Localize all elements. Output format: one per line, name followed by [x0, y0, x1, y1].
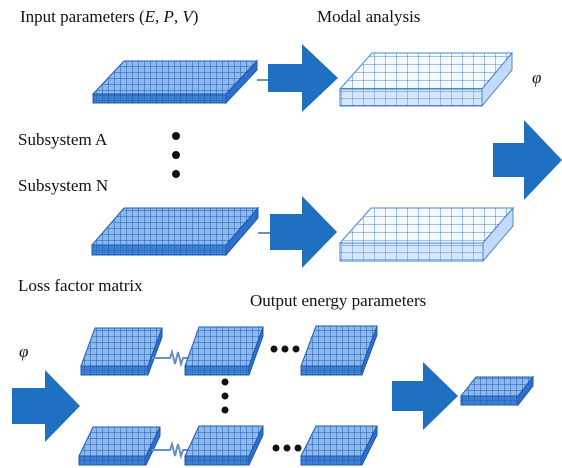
input-prefix-text: Input parameters (: [20, 7, 145, 26]
spring-connector-icon: [152, 440, 198, 460]
input-sep-text: ,: [173, 7, 183, 26]
vertical-ellipsis-icon: [172, 132, 180, 178]
subsystem-a-mesh-dense: [91, 59, 259, 105]
vertical-ellipsis-icon: [221, 378, 229, 414]
mesh-block-icon: [78, 426, 161, 466]
mesh-block-icon: [80, 327, 163, 376]
spring-connector-icon: [152, 348, 198, 368]
modal-mesh-light: [338, 51, 514, 108]
phi-symbol-bottom: φ: [19, 342, 29, 361]
arrow-right-icon: [493, 120, 562, 200]
input-p-symbol: P: [163, 7, 174, 26]
input-v-symbol: V: [182, 7, 193, 26]
subsystem-n-label: Subsystem N: [18, 176, 109, 195]
arrow-right-icon: [392, 362, 458, 430]
mesh-block-icon: [184, 326, 264, 376]
modal-mesh-light: [338, 206, 515, 263]
modal-analysis-label: Modal analysis: [317, 7, 421, 26]
input-e-symbol: E: [144, 7, 156, 26]
loss-factor-matrix-label: Loss factor matrix: [18, 276, 143, 295]
input-sep-text: ,: [155, 7, 164, 26]
horizontal-ellipsis-icon: [272, 444, 302, 452]
output-mesh-block: [459, 375, 535, 407]
subsystem-a-label: Subsystem A: [18, 130, 108, 149]
output-energy-parameters-label: Output energy parameters: [250, 291, 427, 310]
mesh-block-icon: [300, 325, 378, 376]
input-suffix-text: ): [192, 7, 199, 26]
subsystem-n-mesh-dense: [90, 206, 260, 257]
arrow-right-icon: [270, 196, 337, 268]
mesh-block-icon: [300, 425, 378, 466]
horizontal-ellipsis-icon: [270, 345, 300, 353]
phi-symbol-top: φ: [532, 68, 542, 87]
input-parameters-label: Input parameters (E, P, V): [20, 8, 198, 25]
arrow-right-icon: [12, 370, 80, 442]
mesh-block-icon: [184, 425, 264, 466]
arrow-right-icon: [268, 44, 338, 112]
